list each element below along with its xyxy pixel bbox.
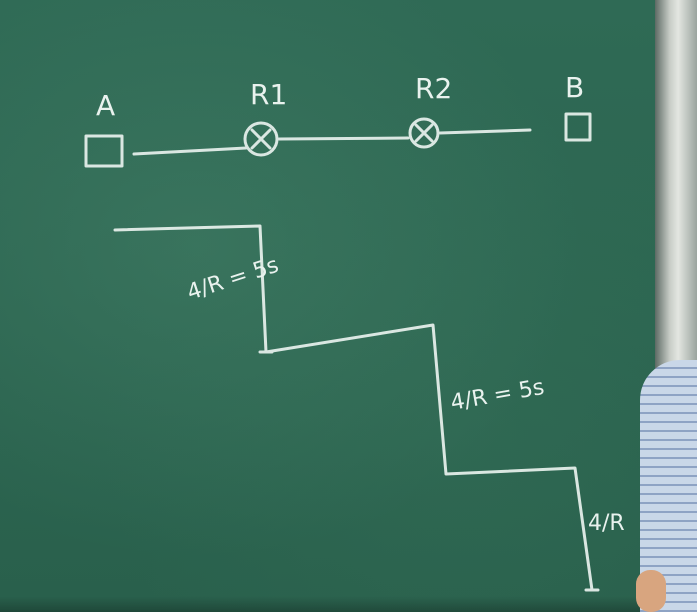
step3-label: 4/R [588,511,625,536]
step2-label: 4/R = 5s [449,375,546,416]
node-a-square [84,134,124,168]
staircase-graph [113,224,594,592]
router-r2-circle [408,117,440,149]
label-a: A [96,89,115,122]
link-a-r1 [132,146,248,156]
label-r1: R1 [250,78,287,111]
lecturer-hand [636,570,666,612]
board-edge-shadow [0,596,655,612]
router-r2-x-icon [414,123,434,143]
step1-label: 4/R = 5s [184,253,282,306]
link-r2-b [438,128,532,135]
label-b: B [565,71,584,104]
link-r1-r2 [277,136,410,141]
label-r2: R2 [415,72,452,105]
node-b-square [564,112,592,142]
router-r1-x-icon [250,128,272,150]
router-r1-circle [243,121,279,157]
chalkboard [0,0,655,612]
